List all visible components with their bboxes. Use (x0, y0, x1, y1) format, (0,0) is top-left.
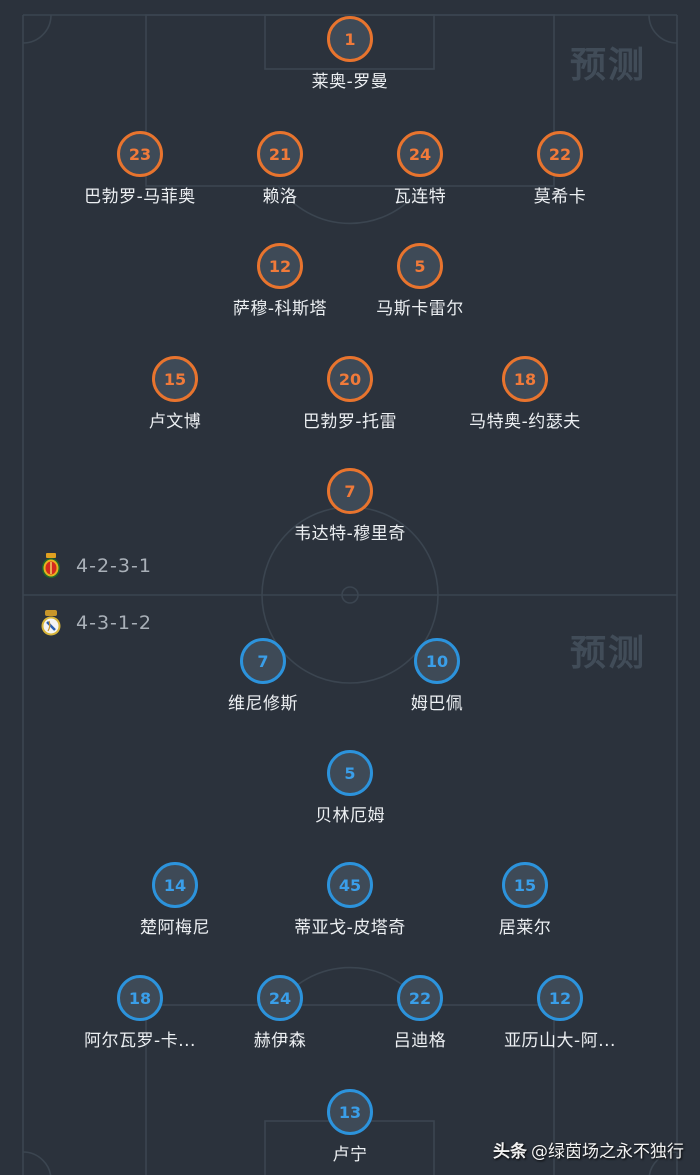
jersey-number-badge: 22 (397, 975, 443, 1021)
away-player[interactable]: 10 姆巴佩 (367, 638, 507, 714)
away-player[interactable]: 18 阿尔瓦罗-卡... (70, 975, 210, 1051)
jersey-number-badge: 24 (397, 131, 443, 177)
player-name: 楚阿梅尼 (140, 918, 210, 938)
away-formation: 4-3-1-2 (40, 610, 152, 636)
away-player[interactable]: 45 蒂亚戈-皮塔奇 (280, 862, 420, 938)
away-formation-text: 4-3-1-2 (76, 612, 152, 634)
jersey-number-badge: 15 (152, 356, 198, 402)
jersey-number-badge: 13 (327, 1089, 373, 1135)
player-name: 蒂亚戈-皮塔奇 (294, 918, 406, 938)
player-name: 卢文博 (148, 412, 202, 432)
jersey-number-badge: 7 (327, 468, 373, 514)
away-player[interactable]: 5 贝林厄姆 (280, 750, 420, 826)
player-name: 莱奥-罗曼 (311, 72, 389, 92)
player-name: 马特奥-约瑟夫 (469, 412, 581, 432)
player-name: 萨穆-科斯塔 (232, 299, 328, 319)
player-name: 卢宁 (332, 1145, 368, 1165)
home-player[interactable]: 1 莱奥-罗曼 (280, 16, 420, 92)
home-player[interactable]: 22 莫希卡 (490, 131, 630, 207)
away-player[interactable]: 24 赫伊森 (210, 975, 350, 1051)
jersey-number-badge: 22 (537, 131, 583, 177)
mallorca-crest-icon (42, 553, 60, 578)
player-name: 亚历山大-阿... (504, 1031, 616, 1051)
jersey-number-badge: 23 (117, 131, 163, 177)
player-name: 贝林厄姆 (315, 806, 385, 826)
player-name: 居莱尔 (498, 918, 552, 938)
jersey-number-badge: 14 (152, 862, 198, 908)
prediction-watermark-away: 预测 (570, 633, 647, 674)
away-player[interactable]: 22 吕迪格 (350, 975, 490, 1051)
player-name: 巴勃罗-托雷 (302, 412, 398, 432)
player-name: 赫伊森 (253, 1031, 307, 1051)
home-formation: 4-2-3-1 (40, 553, 152, 579)
home-player[interactable]: 23 巴勃罗-马菲奥 (70, 131, 210, 207)
home-player[interactable]: 7 韦达特-穆里奇 (280, 468, 420, 544)
away-player[interactable]: 14 楚阿梅尼 (105, 862, 245, 938)
jersey-number-badge: 7 (240, 638, 286, 684)
jersey-number-badge: 5 (327, 750, 373, 796)
home-player[interactable]: 18 马特奥-约瑟夫 (455, 356, 595, 432)
jersey-number-badge: 18 (502, 356, 548, 402)
away-player[interactable]: 12 亚历山大-阿... (490, 975, 630, 1051)
jersey-number-badge: 45 (327, 862, 373, 908)
player-name: 巴勃罗-马菲奥 (84, 187, 196, 207)
player-name: 瓦连特 (393, 187, 447, 207)
away-player[interactable]: 15 居莱尔 (455, 862, 595, 938)
prediction-watermark-home: 预测 (570, 45, 647, 86)
player-name: 赖洛 (262, 187, 298, 207)
jersey-number-badge: 20 (327, 356, 373, 402)
author-handle: @绿茵场之永不独行 (531, 1142, 684, 1162)
away-player[interactable]: 7 维尼修斯 (193, 638, 333, 714)
player-name: 莫希卡 (533, 187, 587, 207)
jersey-number-badge: 24 (257, 975, 303, 1021)
player-name: 吕迪格 (393, 1031, 447, 1051)
home-player[interactable]: 5 马斯卡雷尔 (350, 243, 490, 319)
home-player[interactable]: 15 卢文博 (105, 356, 245, 432)
jersey-number-badge: 12 (537, 975, 583, 1021)
real-madrid-crest-icon (41, 610, 61, 636)
player-name: 维尼修斯 (228, 694, 298, 714)
jersey-number-badge: 12 (257, 243, 303, 289)
player-name: 韦达特-穆里奇 (294, 524, 406, 544)
home-formation-text: 4-2-3-1 (76, 555, 152, 577)
home-player[interactable]: 12 萨穆-科斯塔 (210, 243, 350, 319)
home-player[interactable]: 24 瓦连特 (350, 131, 490, 207)
home-player[interactable]: 20 巴勃罗-托雷 (280, 356, 420, 432)
jersey-number-badge: 18 (117, 975, 163, 1021)
jersey-number-badge: 1 (327, 16, 373, 62)
jersey-number-badge: 10 (414, 638, 460, 684)
player-name: 姆巴佩 (410, 694, 464, 714)
player-name: 马斯卡雷尔 (376, 299, 464, 319)
away-player[interactable]: 13 卢宁 (280, 1089, 420, 1165)
home-player[interactable]: 21 赖洛 (210, 131, 350, 207)
jersey-number-badge: 5 (397, 243, 443, 289)
platform-label: 头条 (493, 1142, 527, 1162)
source-watermark: 头条@绿茵场之永不独行 (493, 1137, 684, 1162)
jersey-number-badge: 21 (257, 131, 303, 177)
player-name: 阿尔瓦罗-卡... (84, 1031, 196, 1051)
jersey-number-badge: 15 (502, 862, 548, 908)
